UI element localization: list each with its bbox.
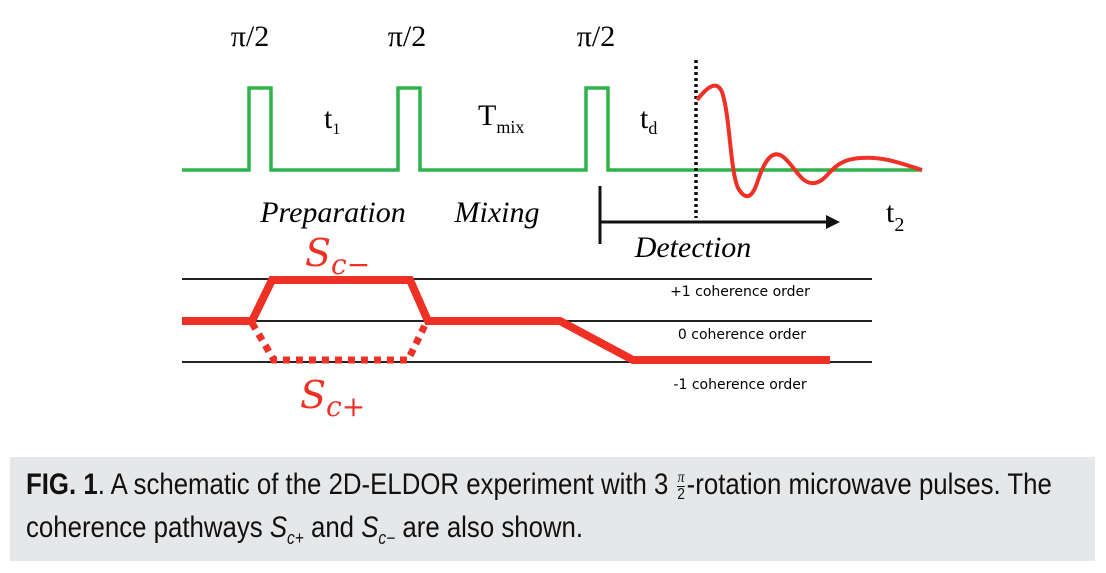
caption-text: and <box>303 511 362 544</box>
pulse-sequence-line <box>182 86 922 172</box>
sc-plus-label: Sc+ <box>300 373 365 423</box>
sc-minus-symbol: S <box>361 511 379 544</box>
arrow-head-icon <box>826 215 840 229</box>
caption-text: -rotation microwave pulses. The coherenc… <box>26 468 1052 544</box>
pulse-label-2: π/2 <box>388 20 426 53</box>
tmix-label: Tmix <box>478 99 524 137</box>
echo-signal <box>695 83 923 199</box>
figure-label: FIG. 1 <box>26 468 98 501</box>
preparation-label: Preparation <box>259 196 406 229</box>
sc-minus-label: Sc− <box>305 231 370 281</box>
mixing-label: Mixing <box>454 196 540 229</box>
t2-label: t2 <box>886 196 904 236</box>
td-label: td <box>640 102 657 138</box>
pulse-label-3: π/2 <box>577 20 615 53</box>
coherence-label-0: 0 coherence order <box>678 327 806 343</box>
pathway-sc-minus <box>182 276 830 364</box>
sc-plus-symbol: S <box>269 511 288 544</box>
t1-label: t1 <box>324 102 340 138</box>
coherence-label-minus1: -1 coherence order <box>673 377 806 393</box>
pathway-sc-plus <box>248 321 430 364</box>
detection-label: Detection <box>634 231 752 264</box>
caption-text: are also shown. <box>395 511 584 544</box>
pulse-label-1: π/2 <box>231 20 269 53</box>
figure-caption: FIG. 1. A schematic of the 2D-ELDOR expe… <box>10 457 1095 561</box>
caption-text: . A schematic of the 2D-ELDOR experiment… <box>97 468 676 501</box>
coherence-label-plus1: +1 coherence order <box>670 284 810 300</box>
